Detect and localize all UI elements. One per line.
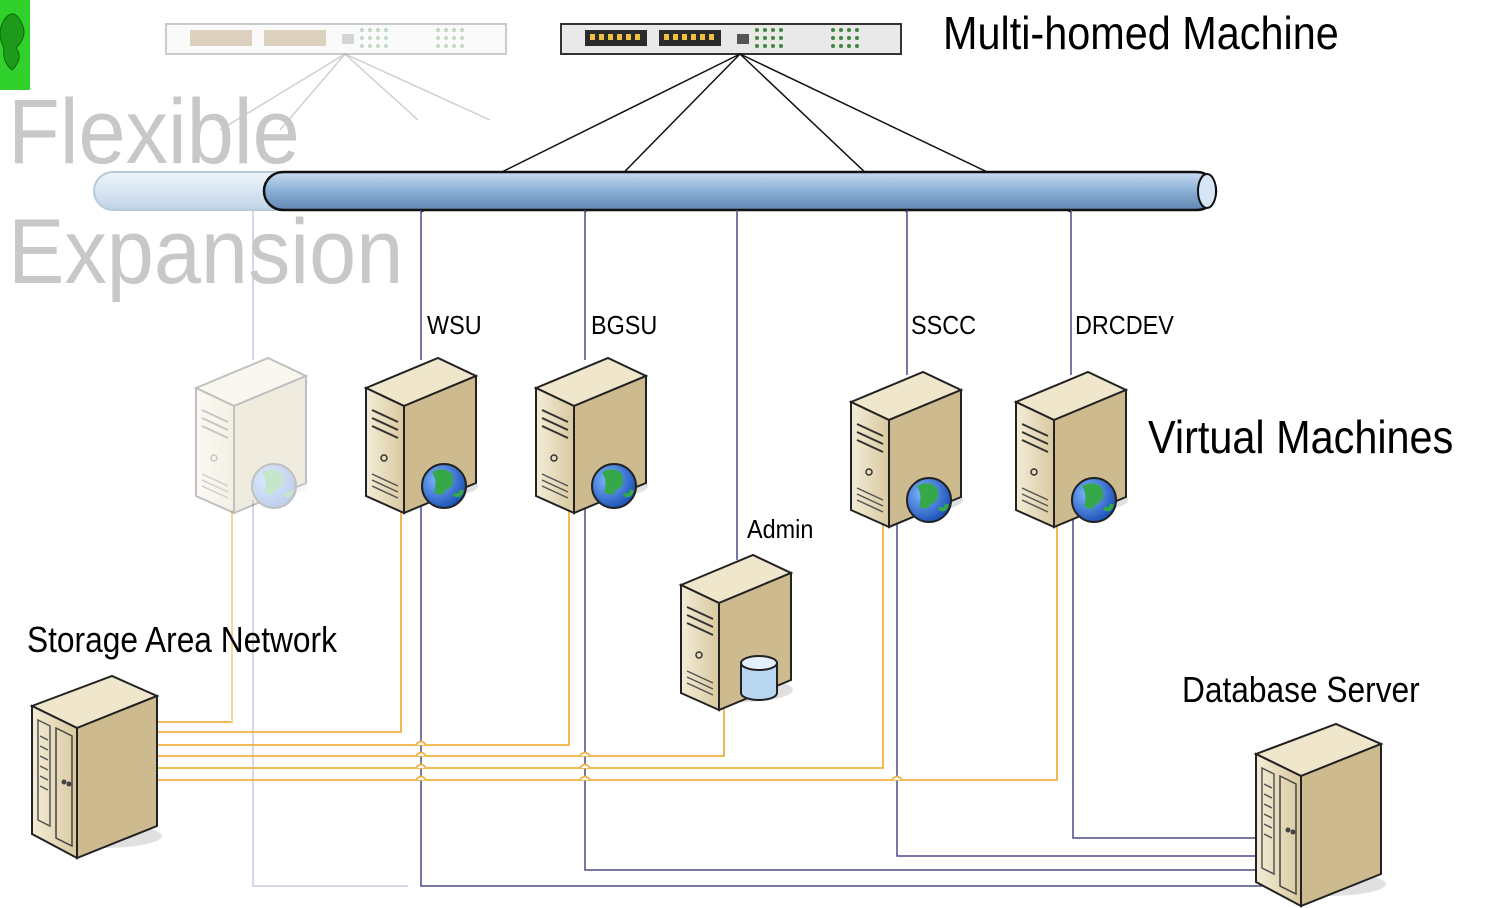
virtual-machines-label: Virtual Machines bbox=[1148, 411, 1454, 463]
database-links bbox=[420, 500, 1290, 887]
corner-leaf-icon bbox=[0, 13, 25, 71]
multi-homed-machine-label: Multi-homed Machine bbox=[943, 7, 1339, 59]
storage-cabinet-icon bbox=[31, 675, 163, 859]
vm-label-drcdev: DRCDEV bbox=[1075, 310, 1174, 340]
vm-label-sscc: SSCC bbox=[911, 310, 977, 340]
database-server-icon bbox=[1255, 723, 1387, 907]
san-links bbox=[155, 505, 1058, 781]
faded-server-icon bbox=[194, 356, 310, 515]
multi-homed-switch-icon bbox=[560, 23, 902, 55]
storage-area-network-label: Storage Area Network bbox=[27, 619, 337, 660]
database-server-label: Database Server bbox=[1182, 669, 1420, 710]
vm-label-bgsu: BGSU bbox=[591, 310, 658, 340]
san-line-hops bbox=[415, 740, 903, 781]
flexible-label: Flexible bbox=[8, 81, 300, 183]
vm-label-wsu: WSU bbox=[427, 310, 482, 340]
vm-network-drops bbox=[420, 210, 1072, 560]
server-bgsu-icon bbox=[534, 356, 650, 515]
server-wsu-icon bbox=[364, 356, 480, 515]
admin-server-icon bbox=[680, 554, 794, 711]
faded-switch-icon bbox=[165, 23, 507, 55]
server-drcdev-icon bbox=[1014, 370, 1130, 529]
admin-label: Admin bbox=[747, 514, 814, 544]
server-sscc-icon bbox=[849, 370, 965, 529]
expansion-label: Expansion bbox=[8, 201, 404, 303]
faded-database-link bbox=[252, 500, 408, 887]
network-backbone bbox=[93, 170, 1218, 212]
faded-switch-lines bbox=[219, 53, 491, 131]
